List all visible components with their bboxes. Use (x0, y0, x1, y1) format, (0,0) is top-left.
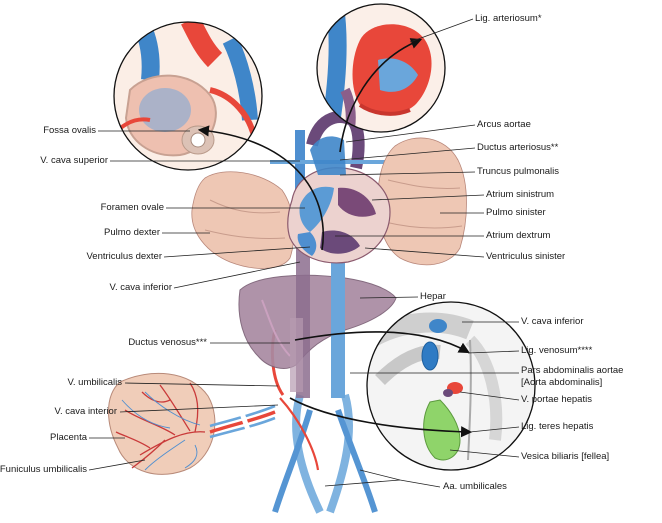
inset-pointer-arrows (197, 38, 473, 438)
label-vesica-biliaris: Vesica biliaris [fellea] (521, 451, 610, 462)
arrow-to-lig-venosum (294, 331, 470, 354)
placenta-shape (108, 372, 216, 475)
label-hepar: Hepar (420, 291, 446, 302)
lung-right-image (377, 137, 467, 266)
label-fossa-ovalis: Fossa ovalis (43, 125, 96, 136)
label-lig-teres-hepatis: Lig. teres hepatis (521, 421, 594, 432)
inset-heart-interior (113, 21, 263, 171)
leader-lines (88, 18, 520, 488)
label-v-cava-superior: V. cava superior (40, 155, 108, 166)
label-ventriculus-dexter: Ventriculus dexter (86, 251, 162, 262)
umbilical-cord (209, 404, 276, 439)
label-atrium-dextrum: Atrium dextrum (486, 230, 551, 241)
label-v-umbilicalis: V. umbilicalis (67, 377, 122, 388)
label-ductus-venosus: Ductus venosus*** (128, 337, 207, 348)
liver-shape (238, 274, 397, 369)
label-truncus-pulmonalis: Truncus pulmonalis (477, 166, 560, 177)
inset-lig-arteriosum (316, 3, 446, 133)
label-funiculus-umbilicalis: Funiculus umbilicalis (0, 464, 87, 475)
label-atrium-sinistrum: Atrium sinistrum (486, 189, 555, 200)
label-foramen-ovale: Foramen ovale (100, 202, 164, 213)
label-placenta: Placenta (50, 432, 87, 443)
label-pulmo-dexter: Pulmo dexter (104, 227, 160, 238)
label-v-cava-inferior-left: V. cava inferior (109, 282, 173, 293)
label-v-cava-interior: V. cava interior (54, 406, 118, 417)
label-pars-abdominalis-aortae: Pars abdominalis aortae (521, 365, 624, 376)
label-v-portae-hepatis: V. portae hepatis (521, 394, 592, 405)
label-lig-venosum: Lig. venosum**** (521, 345, 593, 356)
label-aa-umbilicales: Aa. umbilicales (443, 481, 507, 492)
inset-liver-underside (366, 301, 536, 471)
label-pulmo-sinister: Pulmo sinister (486, 207, 546, 218)
label-ductus-arteriosus: Ductus arteriosus** (477, 142, 559, 153)
arrow-to-fossa-ovalis (197, 125, 324, 251)
label-arcus-aortae: Arcus aortae (477, 119, 531, 130)
label-ventriculus-sinister: Ventriculus sinister (486, 251, 566, 262)
arrow-to-lig-teres (289, 397, 473, 438)
label-v-cava-inferior-right: V. cava inferior (521, 316, 584, 327)
label-lig-arteriosum: Lig. arteriosum* (475, 13, 542, 24)
label-aorta-abdominalis: [Aorta abdominalis] (521, 377, 603, 388)
arrow-to-lig-arteriosum (339, 38, 423, 153)
